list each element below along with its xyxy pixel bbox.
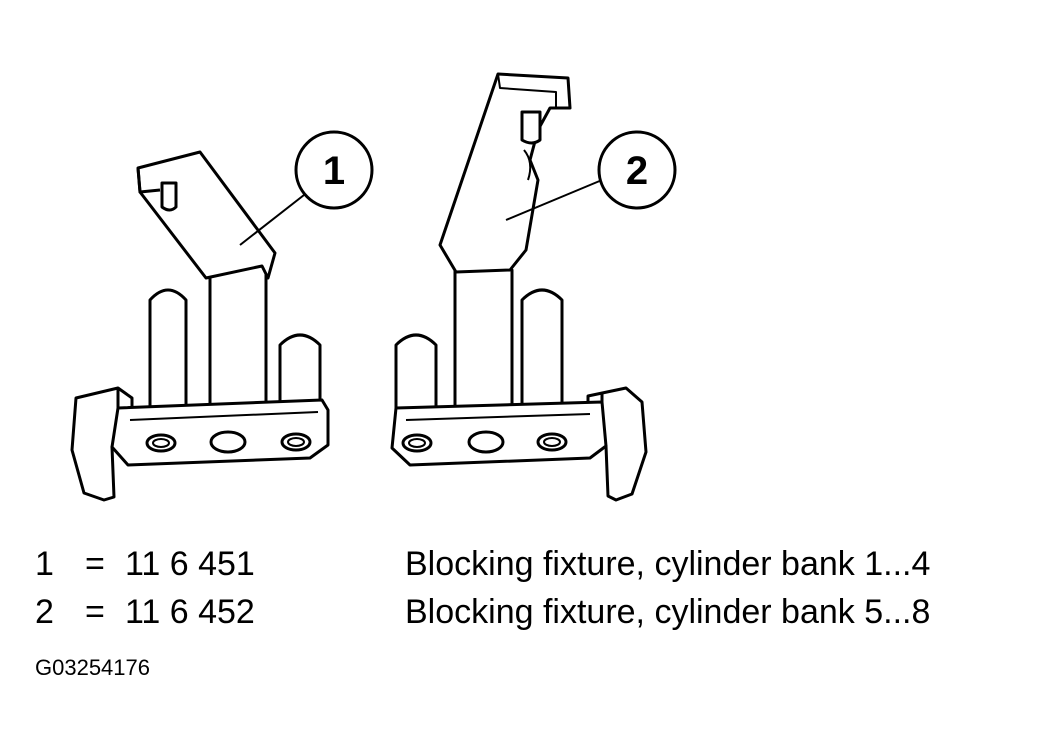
blocking-fixture-1 — [70, 150, 330, 502]
legend-number: 1 — [35, 545, 54, 583]
legend-part-number: 11 6 452 — [125, 593, 255, 631]
callout-1: 1 — [239, 130, 374, 246]
callout-2-label: 2 — [626, 149, 648, 193]
blocking-fixture-2 — [390, 72, 648, 502]
tool-illustration: 1 2 — [70, 72, 677, 502]
legend-number: 2 — [35, 593, 54, 631]
legend-equals: = — [85, 545, 105, 583]
legend-description: Blocking fixture, cylinder bank 5...8 — [405, 593, 931, 631]
legend-equals: = — [85, 593, 105, 631]
figure-id: G03254176 — [35, 655, 150, 680]
callout-1-label: 1 — [323, 149, 345, 193]
callout-2: 2 — [505, 130, 677, 221]
legend-description: Blocking fixture, cylinder bank 1...4 — [405, 545, 931, 583]
legend-part-number: 11 6 451 — [125, 545, 255, 583]
